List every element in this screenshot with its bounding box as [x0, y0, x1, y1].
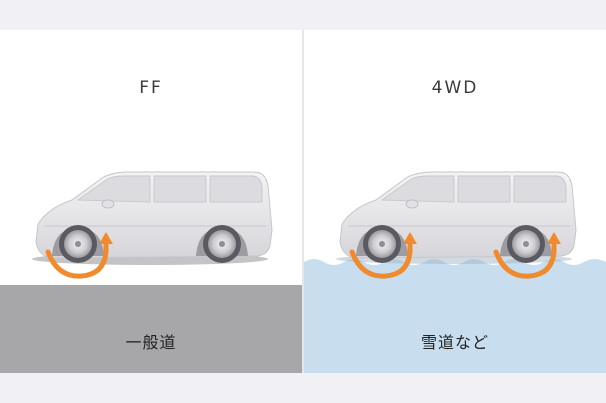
4wd-panel: 4WD: [304, 30, 606, 373]
snow-surface: [304, 259, 606, 373]
ff-title: FF: [139, 78, 163, 98]
ff-panel: FF: [0, 30, 302, 373]
rear-wheel: [203, 225, 241, 263]
rear-wheel: [507, 225, 545, 263]
minivan-illustration-4wd: [304, 171, 606, 373]
arrow-head-icon: [403, 232, 417, 244]
front-wheel: [363, 225, 401, 263]
arrow-head-icon: [547, 232, 561, 244]
ff-surface-label: 一般道: [125, 333, 177, 352]
arrow-head-icon: [99, 232, 113, 244]
4wd-title: 4WD: [431, 78, 479, 98]
panel-divider: [302, 30, 304, 373]
4wd-surface-label: 雪道など: [420, 333, 489, 352]
minivan-illustration-ff: [32, 171, 273, 279]
front-wheel: [59, 225, 97, 263]
dry-road-surface: [0, 285, 302, 373]
